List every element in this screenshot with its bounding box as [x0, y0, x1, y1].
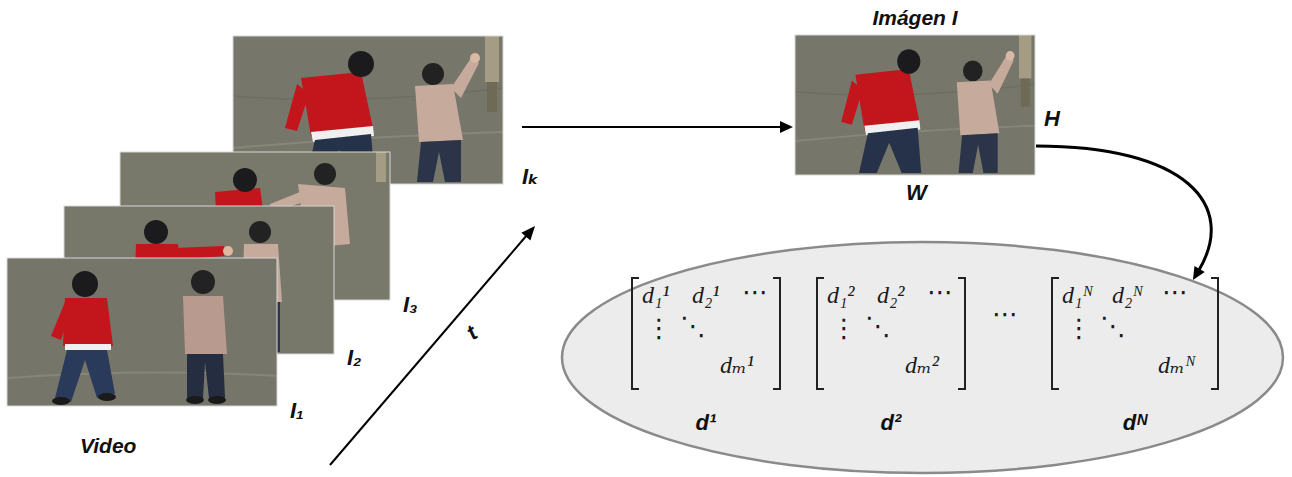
matrix-bracket [632, 278, 780, 389]
connector [522, 121, 793, 133]
image-title: Imágen I [872, 6, 957, 30]
ellipsis: ⋯ [992, 300, 1018, 330]
matrix-bracket [817, 278, 965, 389]
caption: Video [80, 434, 136, 458]
video-frame [7, 258, 277, 406]
descriptor-ellipse: ⋯ d₁¹ d₂¹ ⋯ ⋮ ⋱ dₘ¹ d¹ d₁² d₂² ⋯ ⋮ ⋱ dₘ² d² d₁ᴺ d₂ᴺ ⋯ ⋮ ⋱ dₘ… [560, 240, 1285, 475]
matrix-ellipsis: ⋮ [646, 314, 672, 344]
time-axis-arrow [330, 235, 527, 465]
matrix-entry: d₁¹ [642, 282, 670, 310]
matrix-ellipsis: ⋱ [1100, 312, 1126, 342]
time-axis-arrow [330, 226, 535, 465]
image-box: Imágen I [795, 6, 1035, 178]
matrix-entry: dₘᴺ [1158, 352, 1196, 380]
descriptor-matrix: d₁ᴺd₂ᴺ⋯⋮⋱dₘᴺdᴺ [1050, 276, 1220, 391]
matrix-entry: d₁² [827, 282, 855, 310]
arrowhead [780, 121, 793, 133]
frame-label: I₂ [347, 345, 362, 370]
matrix-ellipsis: ⋮ [831, 314, 857, 344]
arrowhead [1193, 266, 1205, 280]
matrix-entry: dₘ¹ [720, 352, 754, 380]
time-axis-arrow [521, 226, 535, 241]
frame-label: I₃ [403, 292, 418, 317]
matrix-ellipsis: ⋱ [680, 312, 706, 342]
image-picture [795, 35, 1035, 175]
matrix-entry: d₁ᴺ [1062, 282, 1093, 310]
matrix-ellipsis: ⋯ [742, 278, 768, 308]
matrix-label: d¹ [696, 410, 717, 435]
video-frame [7, 258, 277, 406]
matrix-label: d² [881, 410, 902, 435]
descriptor-matrix: d₁¹d₂¹⋯⋮⋱dₘ¹d¹ [630, 276, 782, 391]
frame-label: Iₖ [522, 164, 539, 189]
connector-line [522, 126, 782, 128]
matrix-bracket [1052, 278, 1218, 389]
descriptor-matrix: d₁²d₂²⋯⋮⋱dₘ²d² [815, 276, 967, 391]
frame-label: I₁ [290, 398, 304, 423]
ellipse-outline [562, 242, 1283, 473]
video-frame [7, 258, 277, 406]
matrix-ellipsis: ⋯ [927, 278, 953, 308]
dimension-label: H [1044, 106, 1060, 131]
axis-label: t [461, 320, 482, 345]
image-picture [795, 35, 1035, 175]
video-stack: Video [0, 30, 520, 470]
image-picture [795, 35, 1035, 175]
dimension-label: W [906, 180, 927, 205]
matrix-ellipsis: ⋱ [865, 312, 891, 342]
matrix-ellipsis: ⋯ [1162, 278, 1188, 308]
matrix-label: dᴺ [1123, 410, 1147, 435]
matrix-ellipsis: ⋮ [1066, 314, 1092, 344]
matrix-entry: dₘ² [905, 352, 939, 380]
matrix-entry: d₂¹ [692, 282, 720, 310]
matrix-entry: d₂² [877, 282, 905, 310]
matrix-entry: d₂ᴺ [1112, 282, 1143, 310]
